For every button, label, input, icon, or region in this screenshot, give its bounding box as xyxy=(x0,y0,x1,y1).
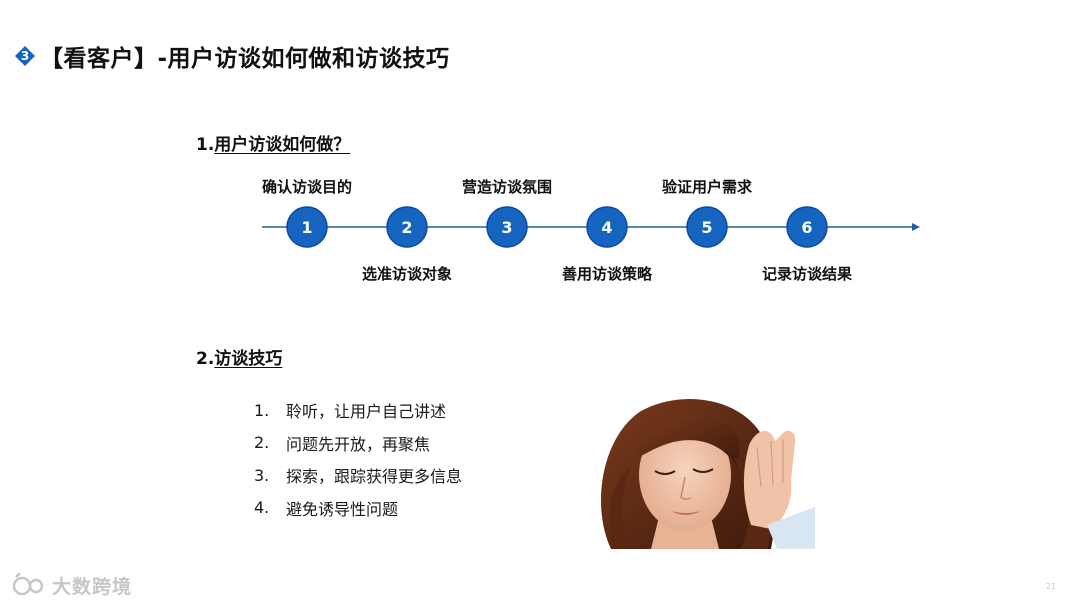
listening-woman-photo xyxy=(581,397,815,549)
section-heading-how-to: 1.用户访谈如何做？ xyxy=(196,130,350,155)
step-number-5: 5 xyxy=(701,218,712,237)
step-number-4: 4 xyxy=(601,218,612,237)
slide-title: 3 【看客户】-用户访谈如何做和访谈技巧 xyxy=(14,38,450,74)
page-number: 21 xyxy=(1045,582,1056,591)
step-circle-6 xyxy=(786,206,828,248)
step-circle-3 xyxy=(486,206,528,248)
section-heading-text: 用户访谈如何做？ xyxy=(214,135,351,155)
list-item-text: 问题先开放，再聚焦 xyxy=(286,434,431,454)
step-label-6: 记录访谈结果 xyxy=(761,265,853,283)
section-badge-icon: 3 xyxy=(14,45,36,67)
section-badge-number: 3 xyxy=(20,49,30,63)
timeline-arrow-icon xyxy=(912,223,920,231)
page-title: 【看客户】-用户访谈如何做和访谈技巧 xyxy=(40,46,450,72)
watermark-logo-icon xyxy=(12,572,44,595)
list-item-text: 避免诱导性问题 xyxy=(286,499,399,519)
section-heading-tips: 2.访谈技巧 xyxy=(196,344,282,369)
list-item-number: 2. xyxy=(254,433,270,453)
list-item-number: 3. xyxy=(254,465,270,485)
step-label-5: 验证用户需求 xyxy=(661,178,753,196)
list-item: 3. 探索，跟踪获得更多信息 xyxy=(254,459,462,492)
section-heading-number: 2. xyxy=(196,349,215,369)
step-circle-2 xyxy=(386,206,428,248)
section-heading-text: 访谈技巧 xyxy=(214,349,283,369)
step-number-1: 1 xyxy=(301,218,312,237)
step-label-1: 确认访谈目的 xyxy=(261,178,353,196)
step-circle-5 xyxy=(686,206,728,248)
list-item: 2. 问题先开放，再聚焦 xyxy=(254,427,462,460)
step-circle-4 xyxy=(586,206,628,248)
list-item: 1. 聆听，让用户自己讲述 xyxy=(254,394,462,427)
watermark-text: 大数跨境 xyxy=(52,576,133,598)
list-item: 4. 避免诱导性问题 xyxy=(254,492,462,525)
tips-list: 1. 聆听，让用户自己讲述 2. 问题先开放，再聚焦 3. 探索，跟踪获得更多信息 4… xyxy=(254,394,462,524)
step-circle-1 xyxy=(286,206,328,248)
step-number-2: 2 xyxy=(401,218,412,237)
list-item-text: 探索，跟踪获得更多信息 xyxy=(286,467,463,487)
step-number-6: 6 xyxy=(801,218,812,237)
step-label-2: 选准访谈对象 xyxy=(361,265,453,283)
section-heading-number: 1. xyxy=(196,135,215,155)
watermark: 大数跨境 xyxy=(12,572,132,599)
step-number-3: 3 xyxy=(501,218,512,237)
step-label-4: 善用访谈策略 xyxy=(561,265,653,283)
list-item-number: 1. xyxy=(254,400,270,420)
list-item-number: 4. xyxy=(254,498,270,518)
step-label-3: 营造访谈氛围 xyxy=(461,178,553,196)
list-item-text: 聆听，让用户自己讲述 xyxy=(286,402,447,422)
